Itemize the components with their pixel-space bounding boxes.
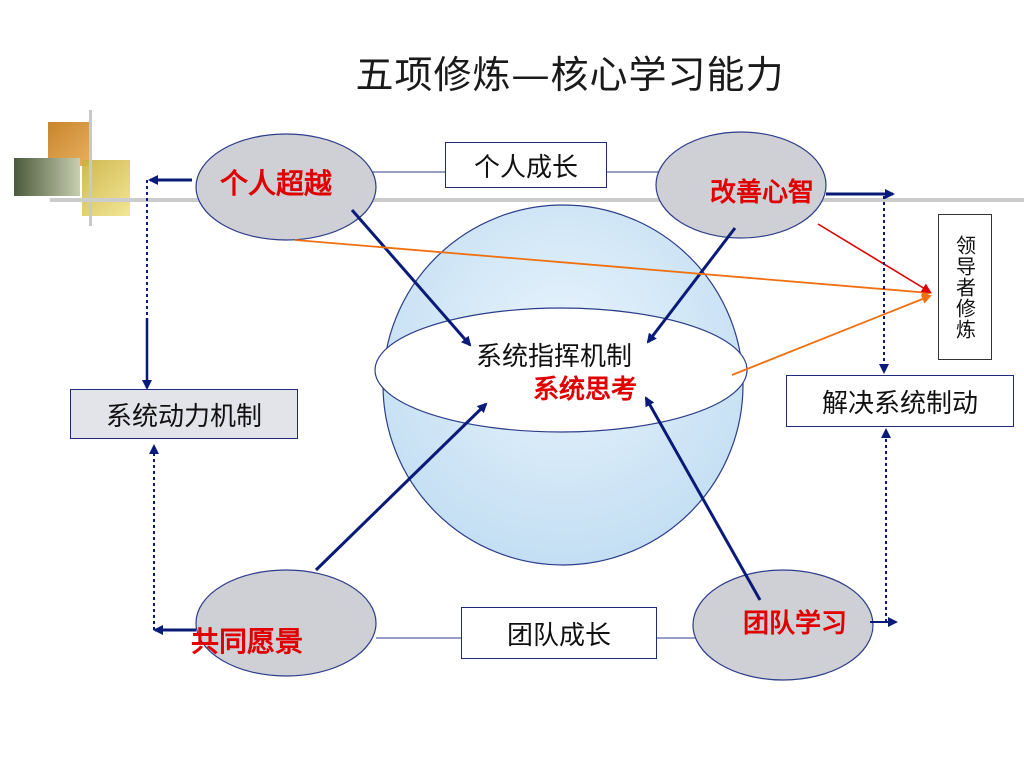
label-team-learning: 团队学习 [743,609,848,639]
oval-mental-models [655,131,827,239]
arrow-personal-to-leader [294,239,932,298]
label-mental-models: 改善心智 [710,178,815,208]
decor-square-dark [14,158,80,196]
box-team-growth: 团队成长 [461,607,657,659]
arrow-personal-to-center [350,209,472,347]
decor-line-horizontal [50,198,1024,202]
box-leader-discipline: 领导者修炼 [938,214,992,360]
arrow-team-to-center [644,396,762,601]
oval-shared-vision [195,569,377,677]
arrow-mental-to-center [646,227,737,344]
label-personal-mastery: 个人超越 [220,167,333,200]
decor-line-vertical [89,110,92,226]
oval-personal-mastery [195,133,377,241]
arrow-vision-to-center [314,402,488,572]
box-driving-mechanism: 系统动力机制 [70,389,298,439]
arrow-center-to-leader [731,294,932,376]
center-label-systems-thinking: 系统思考 [533,375,638,405]
arrow-mental-to-leader [817,223,932,294]
center-label-command: 系统指挥机制 [476,342,633,372]
label-shared-vision: 共同愿景 [191,625,304,658]
box-braking-mechanism: 解决系统制动 [786,375,1014,427]
oval-team-learning [692,569,874,681]
box-personal-growth: 个人成长 [445,142,607,188]
page-title: 五项修炼—核心学习能力 [355,53,785,97]
